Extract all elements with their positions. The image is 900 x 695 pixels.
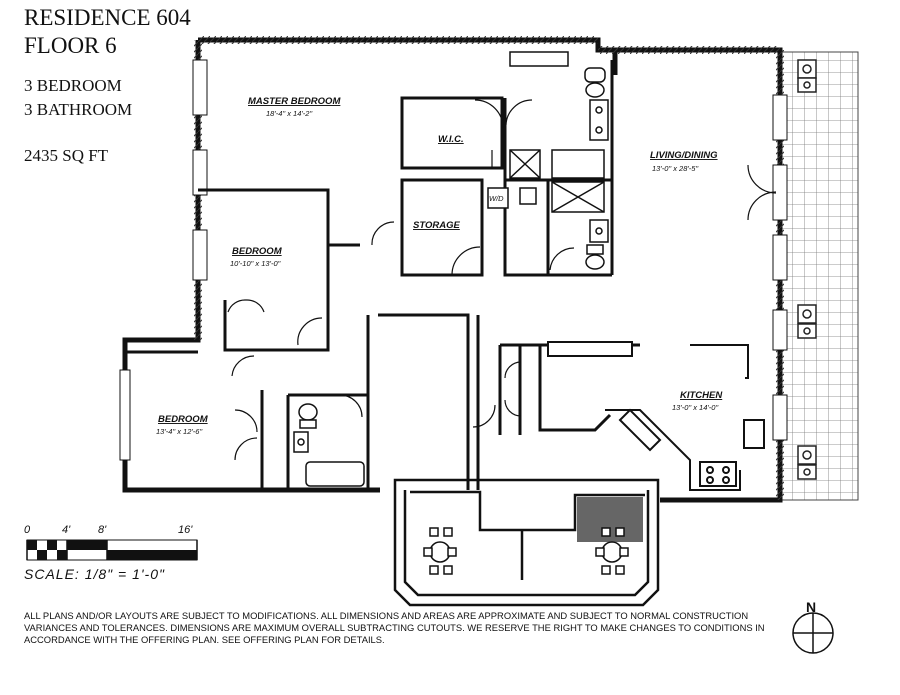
room-dims-master-bedroom: 18'-4" x 14'-2" [266, 109, 312, 118]
room-dims-living-dining: 13'-0" x 28'-5" [652, 164, 698, 173]
room-label-kitchen: KITCHEN [680, 390, 723, 401]
room-dims-bedroom-3: 13'-4" x 12'-6" [156, 427, 202, 436]
scale-tick-0: 0 [24, 524, 31, 536]
room-label-bedroom-2: BEDROOM [232, 246, 283, 257]
bedroom-count: 3 BEDROOM [24, 76, 122, 95]
floor-title: FLOOR 6 [24, 33, 117, 58]
plan-header: RESIDENCE 604 FLOOR 6 3 BEDROOM 3 BATHRO… [24, 4, 191, 168]
room-label-bedroom-3: BEDROOM [158, 414, 209, 425]
room-label-wic: W.I.C. [438, 134, 464, 145]
scale-tick-16: 16' [178, 524, 193, 536]
bathroom-count: 3 BATHROOM [24, 100, 133, 119]
room-dims-bedroom-2: 10'-10" x 13'-0" [230, 259, 281, 268]
scale-label: SCALE: 1/8" = 1'-0" [24, 566, 165, 582]
terrace-planters [797, 59, 817, 480]
room-dims-kitchen: 13'-0" x 14'-0" [672, 403, 718, 412]
interior-walls [125, 60, 640, 490]
room-label-wd: W/D [489, 194, 504, 203]
kitchen-fixtures [547, 341, 765, 491]
disclaimer-text: ALL PLANS AND/OR LAYOUTS ARE SUBJECT TO … [24, 610, 765, 645]
room-label-living-dining: LIVING/DINING [650, 150, 718, 161]
room-label-storage: STORAGE [413, 220, 460, 231]
residence-title: RESIDENCE 604 [24, 5, 191, 30]
bath-fixtures [293, 51, 609, 487]
door-swings [227, 99, 777, 461]
scale-tick-8: 8' [98, 524, 107, 536]
balcony-tables [423, 527, 629, 575]
room-label-master-bedroom: MASTER BEDROOM [248, 96, 341, 107]
square-footage: 2435 SQ FT [24, 146, 109, 165]
balcony [393, 478, 660, 607]
scale-tick-4: 4' [62, 524, 71, 536]
compass-north-label: N [806, 599, 817, 615]
compass-icon [792, 612, 834, 654]
terrace-grid [777, 51, 859, 501]
scale-bar: 0 4' 8' 16' [24, 524, 198, 561]
windows [119, 59, 788, 461]
